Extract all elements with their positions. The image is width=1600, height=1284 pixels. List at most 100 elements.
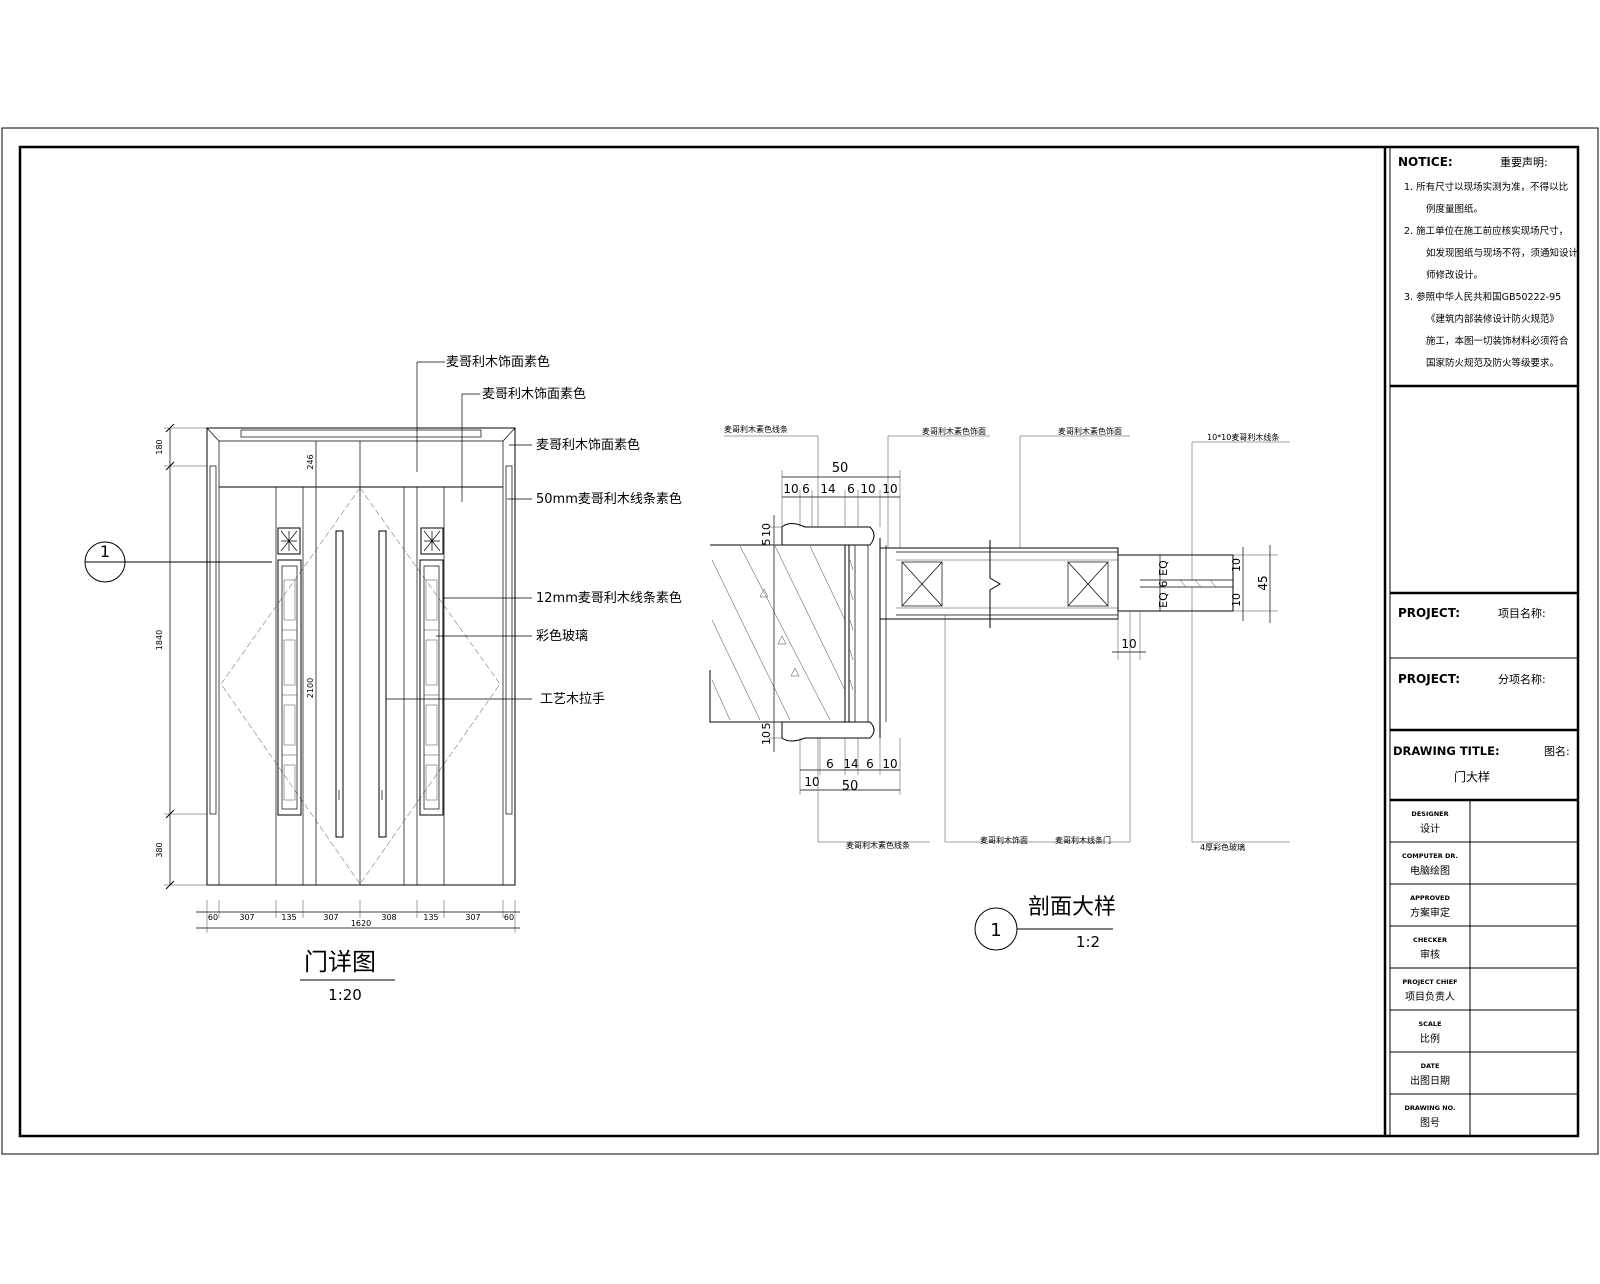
row-en: DESIGNER [1411, 810, 1448, 818]
drawing-title-cn: 图名: [1544, 744, 1570, 758]
dim-left: 5 [760, 723, 773, 730]
section-label: 麦哥利木素色饰面 [922, 426, 986, 436]
row-cn: 方案审定 [1410, 906, 1450, 919]
wall-section [709, 544, 846, 723]
lattice-panel-left [277, 559, 302, 816]
dim-bottom: 6 [866, 757, 874, 771]
dim-bottom: 6 [826, 757, 834, 771]
dim-left: 5 [760, 539, 773, 546]
notice-item: 1. 所有尺寸以现场实测为准，不得以比 [1404, 181, 1568, 193]
row-en: SCALE [1418, 1020, 1441, 1028]
elevation-scale: 1:20 [328, 986, 362, 1004]
row-cn: 项目负责人 [1405, 990, 1455, 1003]
row-en: CHECKER [1413, 936, 1447, 944]
dim-inner: 2100 [306, 678, 315, 698]
notice-title-cn: 重要声明: [1500, 155, 1548, 169]
inner-border [18, 145, 1580, 1138]
callout-text: 麦哥利木饰面素色 [482, 386, 586, 402]
notice-item: 师修改设计。 [1426, 269, 1483, 281]
dim-left: 380 [155, 842, 164, 857]
dim-right: 10 [1230, 593, 1243, 607]
glass-rebate [1117, 554, 1234, 612]
dim-top: 14 [820, 482, 835, 496]
title-block-rows: DESIGNER 设计 COMPUTER DR. 电脑绘图 APPROVED 方… [1402, 810, 1458, 1129]
notice-item: 《建筑内部装修设计防火规范》 [1426, 313, 1559, 325]
section-marker-number: 1 [100, 542, 110, 561]
trim-top [781, 523, 875, 546]
dim-bottom: 307 [239, 913, 254, 922]
dim-bottom: 307 [323, 913, 338, 922]
trim-bottom [781, 721, 875, 742]
callout-text: 麦哥利木饰面素色 [446, 354, 550, 370]
break-line [989, 540, 1001, 628]
row-cn: 电脑绘图 [1410, 864, 1450, 877]
dim-bottom: 308 [381, 913, 396, 922]
row-cn: 比例 [1420, 1032, 1440, 1045]
dim-right: EQ [1157, 592, 1170, 608]
section-detail: 50 10 6 14 6 10 10 6 14 6 10 10 50 10 5 … [709, 424, 1290, 951]
dim-top: 10 [783, 482, 798, 496]
row-cn: 出图日期 [1410, 1074, 1450, 1087]
dim-top: 6 [802, 482, 810, 496]
dim-bottom: 60 [208, 913, 218, 922]
dim-bottom: 10 [804, 775, 819, 789]
row-cn: 图号 [1420, 1117, 1440, 1129]
dim-top: 10 [882, 482, 897, 496]
section-label: 麦哥利木素色线条 [846, 840, 910, 850]
dim-bottom: 135 [281, 913, 296, 922]
leaf-core-block [901, 561, 943, 607]
row-en: APPROVED [1410, 894, 1450, 902]
lattice-panel-right [419, 559, 444, 816]
notice-item: 2. 施工单位在施工前应核实现场尺寸， [1404, 225, 1568, 237]
notice-item: 施工，本图一切装饰材料必须符合 [1426, 335, 1569, 347]
dim-right: 6 [1157, 581, 1170, 588]
dim-bottom: 50 [842, 779, 859, 794]
row-en: PROJECT CHIEF [1402, 978, 1457, 986]
dim-bottom: 307 [465, 913, 480, 922]
dim-right: EQ [1157, 560, 1170, 576]
detail-scale: 1:2 [1076, 933, 1100, 951]
section-label: 麦哥利木线条门 [1055, 835, 1111, 845]
dim-left: 1840 [155, 630, 164, 650]
section-label: 麦哥利木素色线条 [724, 424, 788, 434]
dim-under-glass: 10 [1121, 637, 1136, 651]
notice-block: NOTICE: 重要声明: 1. 所有尺寸以现场实测为准，不得以比 例度量图纸。… [1398, 155, 1579, 369]
door-elevation: 1 麦哥利木饰面素色 麦哥利木饰面素色 麦哥利木饰面素色 50mm麦哥利木线条素… [84, 354, 682, 1004]
dim-left: 10 [760, 731, 773, 745]
dim-total: 1620 [351, 919, 371, 928]
dim-top: 6 [847, 482, 855, 496]
detail-marker-number: 1 [990, 920, 1001, 941]
drawing-title-value: 门大样 [1454, 769, 1490, 784]
dim-left: 10 [760, 523, 773, 537]
outer-border [1, 127, 1599, 1155]
door-frame-inner [218, 440, 504, 885]
dim-bottom: 135 [423, 913, 438, 922]
row-cn: 设计 [1420, 822, 1440, 835]
callout-text: 麦哥利木饰面素色 [536, 437, 640, 453]
dim-bottom: 10 [882, 757, 897, 771]
notice-item: 3. 参照中华人民共和国GB50222-95 [1404, 291, 1561, 303]
dim-left: 180 [155, 439, 164, 454]
row-en: DATE [1421, 1062, 1440, 1070]
notice-item: 国家防火规范及防火等级要求。 [1426, 357, 1559, 369]
section-label: 麦哥利木素色饰面 [1058, 426, 1122, 436]
detail-title: 剖面大样 [1028, 895, 1116, 920]
dim-top: 10 [860, 482, 875, 496]
row-cn: 审核 [1420, 948, 1440, 961]
title-block [1383, 147, 1578, 1136]
project-value: 项目名称: [1498, 606, 1546, 620]
side-pilaster-right [505, 465, 513, 815]
callout-text: 彩色玻璃 [536, 628, 588, 644]
top-moulding [240, 429, 482, 438]
callout-text: 50mm麦哥利木线条素色 [536, 491, 682, 507]
dim-right: 45 [1256, 575, 1270, 590]
carved-block-right [420, 527, 444, 555]
dim-bottom: 14 [843, 757, 858, 771]
project-label: PROJECT: [1398, 606, 1460, 620]
swing-indicator-right [359, 487, 501, 885]
section-label: 4厚彩色玻璃 [1200, 842, 1245, 852]
carved-block-left [277, 527, 301, 555]
dim-bottom: 60 [504, 913, 514, 922]
notice-item: 如发现图纸与现场不符，须通知设计 [1426, 247, 1579, 259]
